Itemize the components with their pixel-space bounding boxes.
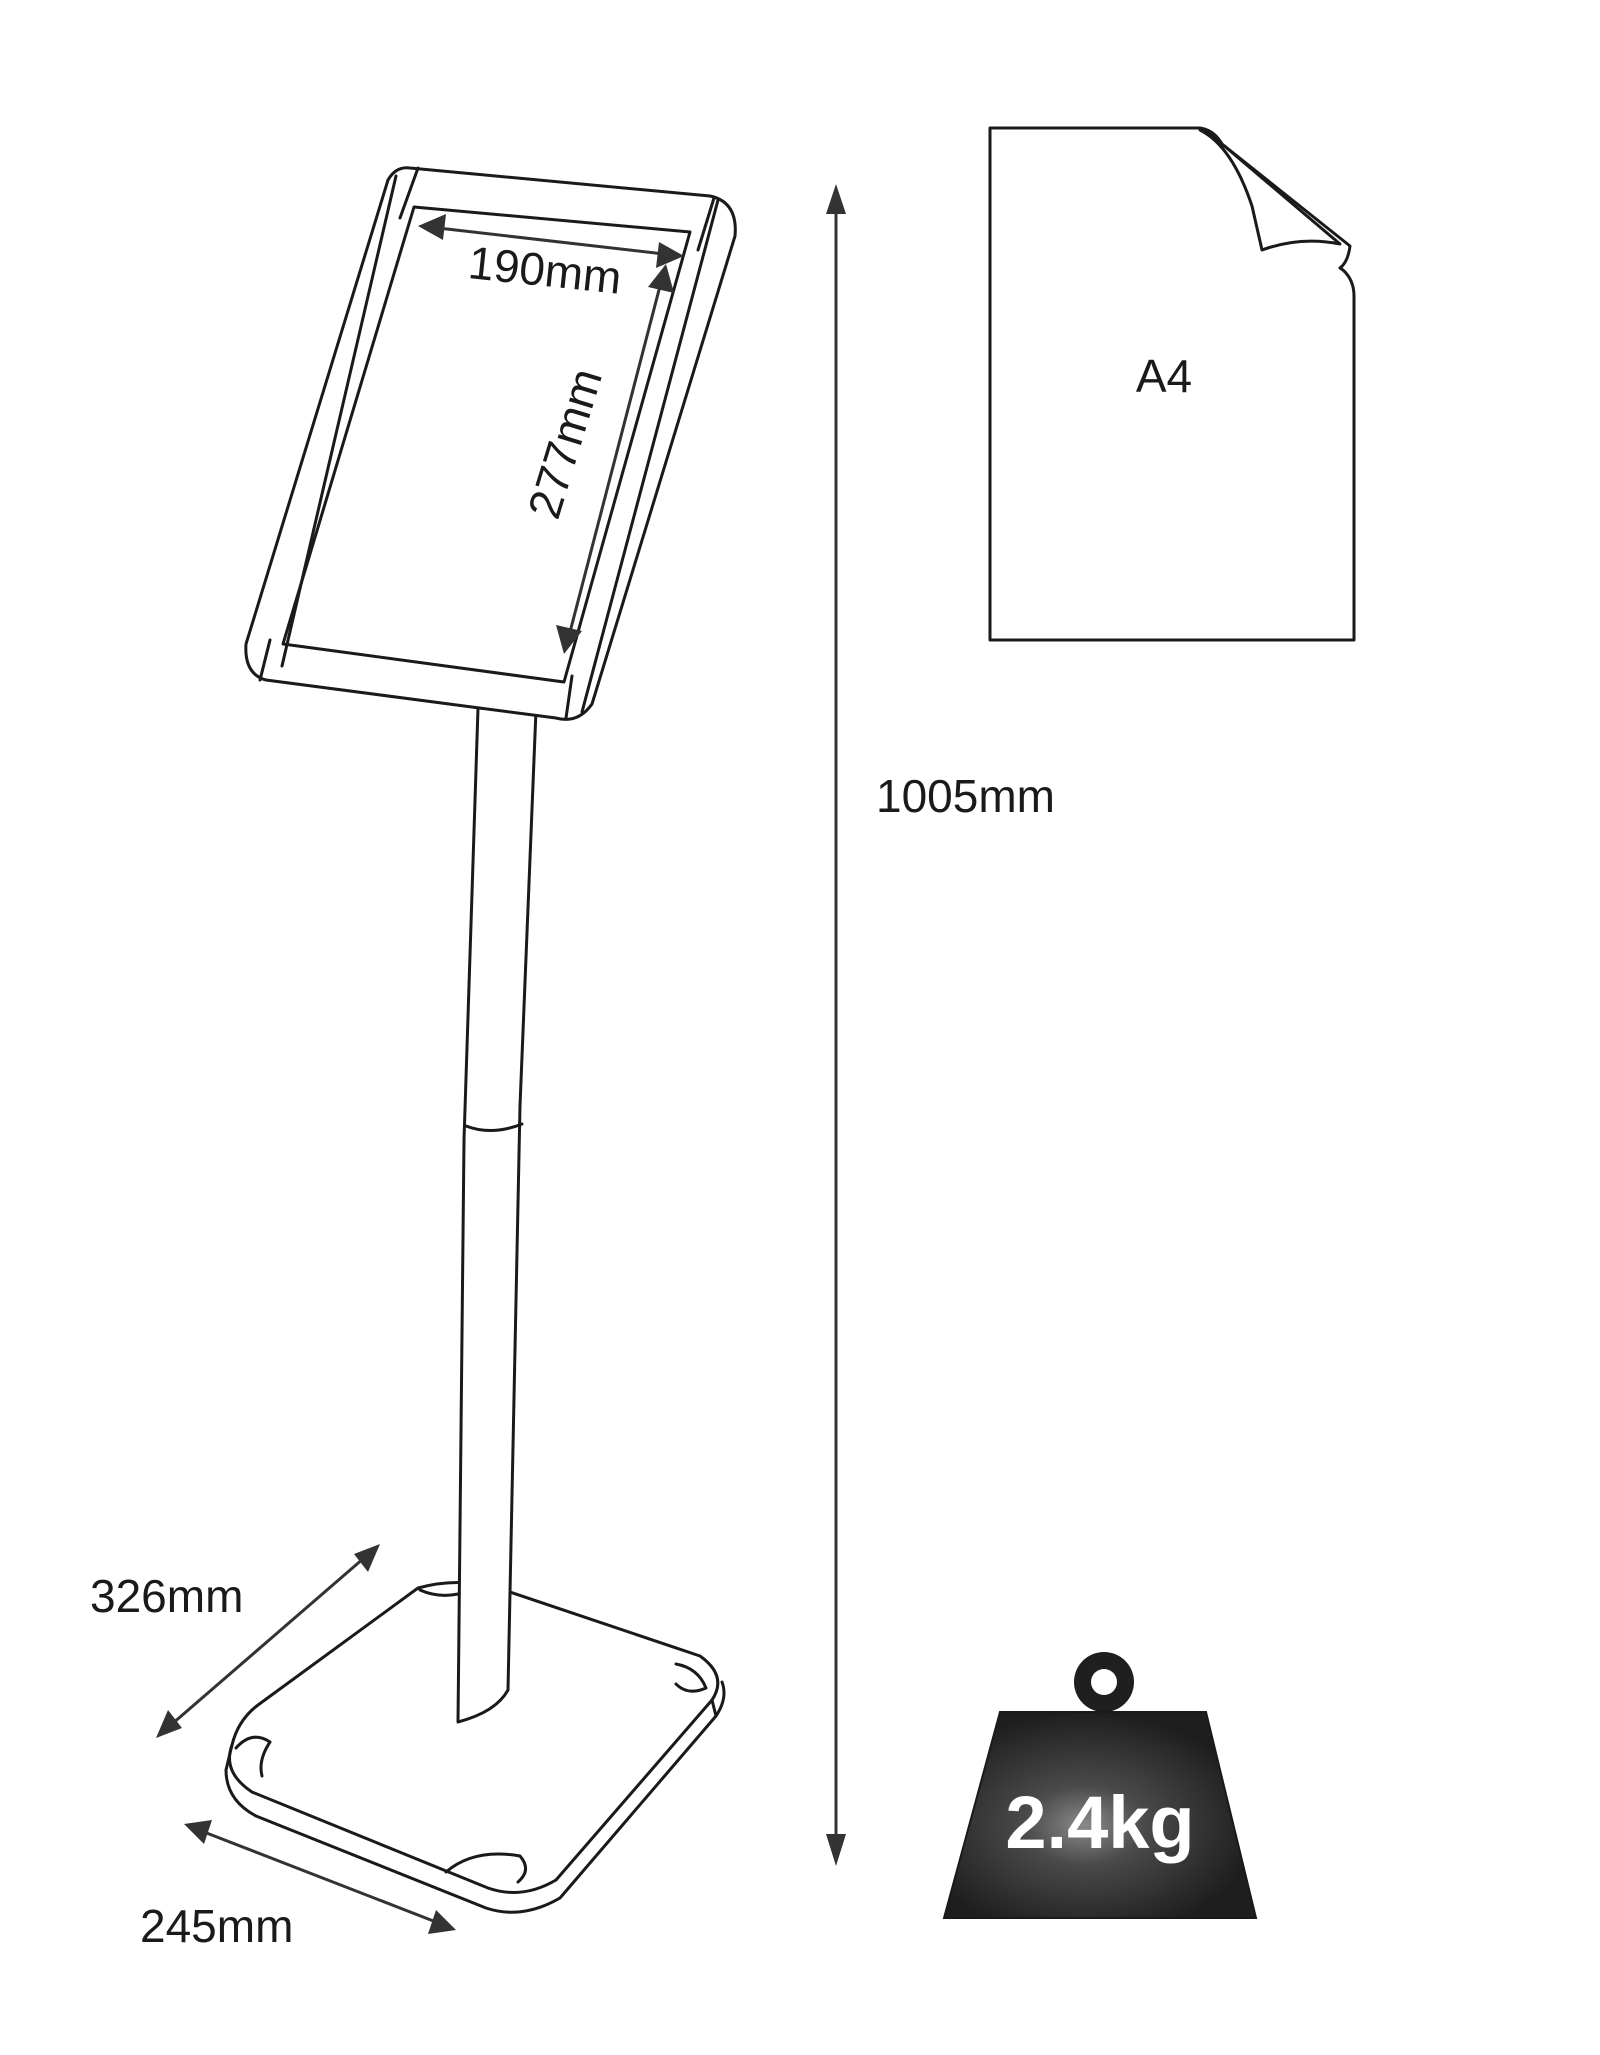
- stand-base: [224, 1581, 726, 1914]
- base-depth-label: 326mm: [90, 1570, 243, 1622]
- base-depth-dimension: [156, 1544, 380, 1738]
- base-width-dimension: [184, 1820, 456, 1934]
- total-height-label: 1005mm: [876, 770, 1055, 822]
- display-stand: [224, 166, 737, 1914]
- frame-width-dimension: [418, 214, 684, 268]
- a4-paper-icon: A4: [988, 126, 1356, 642]
- total-height-dimension: [826, 184, 846, 1866]
- stand-frame: [244, 166, 737, 721]
- base-width-label: 245mm: [140, 1900, 293, 1952]
- dimension-lines: [156, 184, 846, 1934]
- paper-size-label: A4: [1136, 350, 1192, 402]
- weight-label: 2.4kg: [1005, 1781, 1194, 1864]
- stand-pole: [456, 706, 538, 1724]
- weight-icon: 2.4kg: [942, 1652, 1258, 1919]
- frame-height-dimension: [556, 264, 674, 654]
